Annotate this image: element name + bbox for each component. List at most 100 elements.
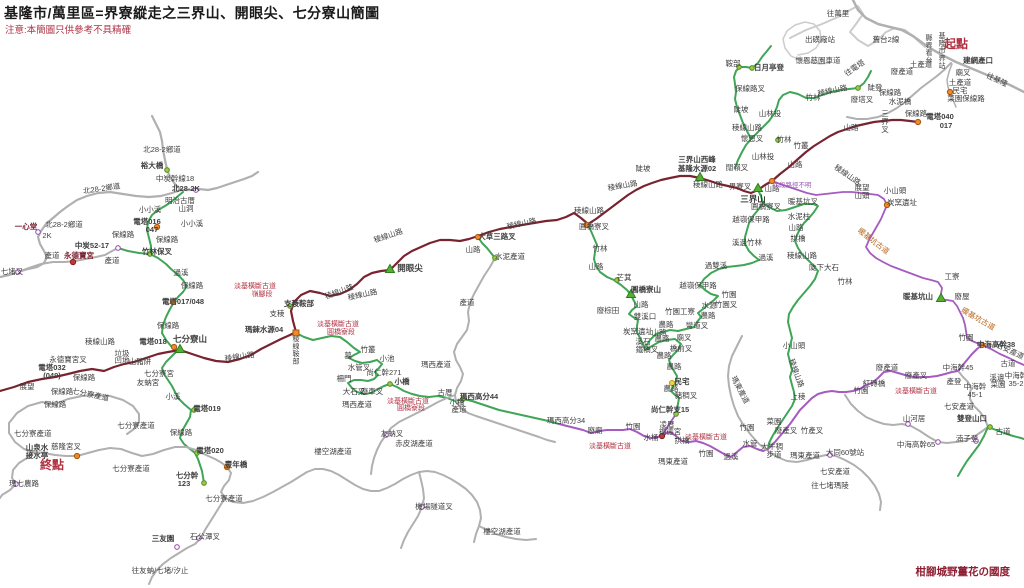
map-label: 竹園: [854, 385, 869, 395]
map-label: 電塔020: [196, 445, 224, 455]
map-label: 2K: [42, 231, 51, 240]
map-label: 稜線山路: [85, 336, 115, 346]
junction-marker: [115, 245, 121, 251]
pylon-marker: [768, 177, 776, 185]
junction-marker: [935, 439, 941, 445]
map-label: 小小溪: [181, 218, 204, 228]
junction-marker: [174, 544, 180, 550]
map-label: 竹林: [777, 134, 792, 144]
map-label: 七分寮產道: [117, 420, 155, 430]
map-label: 拱橋: [791, 233, 806, 243]
map-label: 農路: [667, 361, 682, 371]
map-label: 慈隆宮叉: [51, 441, 81, 451]
map-label: 中海幹: [1005, 370, 1024, 380]
map-label: 稜線鞍部: [293, 334, 300, 366]
map-label: 雙登山口: [957, 413, 987, 423]
map-label: 農路: [659, 319, 674, 329]
map-label: 福德宮: [659, 426, 682, 436]
map-label: 小小溪: [139, 204, 162, 214]
map-label: 電塔018: [139, 336, 167, 346]
junction-marker: [973, 438, 979, 444]
map-label: 尚仁幹271: [366, 367, 401, 377]
map-label: 廢屋: [955, 291, 970, 301]
map-label: 工寮: [945, 271, 960, 281]
map-label: 電塔017/048: [162, 296, 204, 306]
map-label: 往萬里: [827, 8, 850, 18]
map-label: 竹叢: [794, 140, 809, 150]
map-label: 過溪: [759, 252, 774, 262]
pylon-marker: [169, 298, 177, 306]
map-label: 山洞: [179, 203, 194, 213]
map-label: 竹林: [806, 92, 821, 102]
map-label: 山頭: [855, 190, 870, 200]
map-label: 小溪: [166, 391, 181, 401]
map-label: 竹園叉: [715, 299, 738, 309]
pylon-marker: [583, 221, 591, 229]
pylon-marker: [914, 118, 922, 126]
map-title: 基隆市/萬里區=界寮縱走之三界山、開眼尖、七分寮山簡圖: [4, 5, 380, 21]
peak-marker: [174, 343, 186, 353]
map-label: 過雙溪: [705, 260, 728, 270]
map-label: 產道: [452, 404, 467, 414]
junction-marker: [905, 421, 911, 427]
map-label: 小池: [380, 353, 395, 363]
water-source-marker: [292, 329, 300, 337]
map-label: 廢產道: [891, 66, 914, 76]
map-label: 電塔032: [38, 362, 66, 372]
map-label: 廢塔叉: [851, 94, 874, 104]
map-label: 此段路徑不明: [773, 180, 813, 189]
map-label: 友蚋叉: [381, 428, 404, 438]
route-trailhead-road: [846, 62, 952, 120]
waypoint-marker: [614, 277, 620, 283]
map-label: 竹林保叉: [141, 246, 172, 256]
peak-marker: [694, 171, 706, 181]
map-label: 七分寮宮: [144, 368, 174, 378]
map-label: 凌厝: [660, 419, 675, 429]
map-label: 芒萁: [617, 272, 632, 282]
map-label: 淡基橫斷古道: [685, 432, 727, 441]
route-gray-sanyou: [148, 497, 226, 585]
map-label: 45-1: [967, 390, 982, 399]
house-marker: [668, 379, 676, 387]
map-label: 竹產叉: [801, 425, 824, 435]
map-label: 民宅: [675, 376, 690, 386]
map-warning-note: 注意:本簡圖只供參考不具精確: [5, 25, 132, 36]
route-gray-maxi: [453, 257, 556, 443]
map-label: 菜園: [991, 379, 1006, 389]
map-label: 廟叉: [677, 332, 692, 342]
map-label: 一心堂: [15, 221, 38, 231]
map-label: 竹園: [959, 332, 974, 342]
map-label: 廢產叉: [905, 370, 928, 380]
map-label: 尚仁幹支15: [651, 404, 689, 414]
map-label: 瑪西產道: [421, 359, 451, 369]
route-green-dianta016: [146, 191, 184, 255]
map-label: 瑪東產道: [658, 456, 688, 466]
waypoint-marker: [673, 411, 679, 417]
map-label: 淡基橫斷古道: [589, 441, 631, 450]
map-label: 往友蚋/七堵/汐止: [132, 565, 189, 575]
map-label: 紅磚橋: [863, 378, 886, 388]
waypoint-marker: [387, 381, 393, 387]
map-label: 淡基橫斷古道: [387, 396, 429, 405]
map-label: 圓橋寮叉: [579, 221, 609, 231]
junction-marker: [419, 504, 425, 510]
map-label: 拱橋: [675, 435, 690, 445]
map-label: 彎道叉: [686, 320, 709, 330]
map-label: 步道: [767, 449, 782, 459]
map-label: 瑪七農路: [9, 478, 39, 488]
route-gray-right-loop: [844, 371, 989, 444]
route-gray-qifen-main: [32, 446, 482, 543]
pylon-marker: [223, 463, 231, 471]
map-label: 往基隆: [985, 70, 1010, 89]
map-label: 豬稠叉: [675, 390, 698, 400]
route-gray-loukonghu: [478, 525, 537, 541]
peak-marker: [752, 182, 764, 192]
map-label: 山林投: [759, 108, 782, 118]
waypoint-marker: [147, 251, 153, 257]
map-label: 35-2: [1008, 379, 1023, 388]
map-label: 稜線山路: [574, 205, 604, 215]
map-label: 七分寮產道: [71, 385, 110, 403]
map-label: 出磺廠站: [805, 34, 835, 44]
